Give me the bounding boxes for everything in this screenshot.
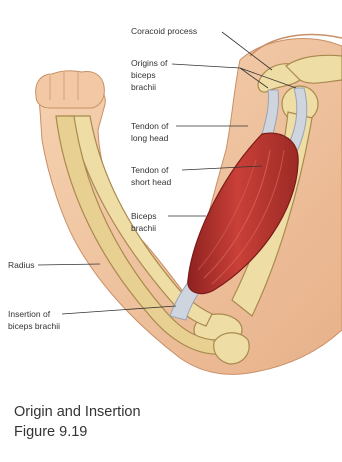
label-insertion-1: Insertion of: [8, 309, 50, 319]
label-tendon-long-1: Tendon of: [131, 121, 168, 131]
label-origins-2: biceps: [131, 70, 156, 80]
label-tendon-short-1: Tendon of: [131, 165, 168, 175]
label-radius: Radius: [8, 260, 34, 270]
leader-origins-a: [172, 64, 240, 68]
label-origins-1: Origins of: [131, 58, 167, 68]
caption-title: Origin and Insertion: [14, 404, 141, 420]
label-tendon-long-2: long head: [131, 133, 168, 143]
label-insertion-2: biceps brachii: [8, 321, 60, 331]
fist: [36, 71, 105, 108]
label-origins-3: brachii: [131, 82, 156, 92]
label-biceps-1: Biceps: [131, 211, 157, 221]
label-coracoid-process: Coracoid process: [131, 26, 197, 36]
caption-figure-number: Figure 9.19: [14, 424, 87, 440]
label-tendon-short-2: short head: [131, 177, 171, 187]
label-biceps-2: brachii: [131, 223, 156, 233]
